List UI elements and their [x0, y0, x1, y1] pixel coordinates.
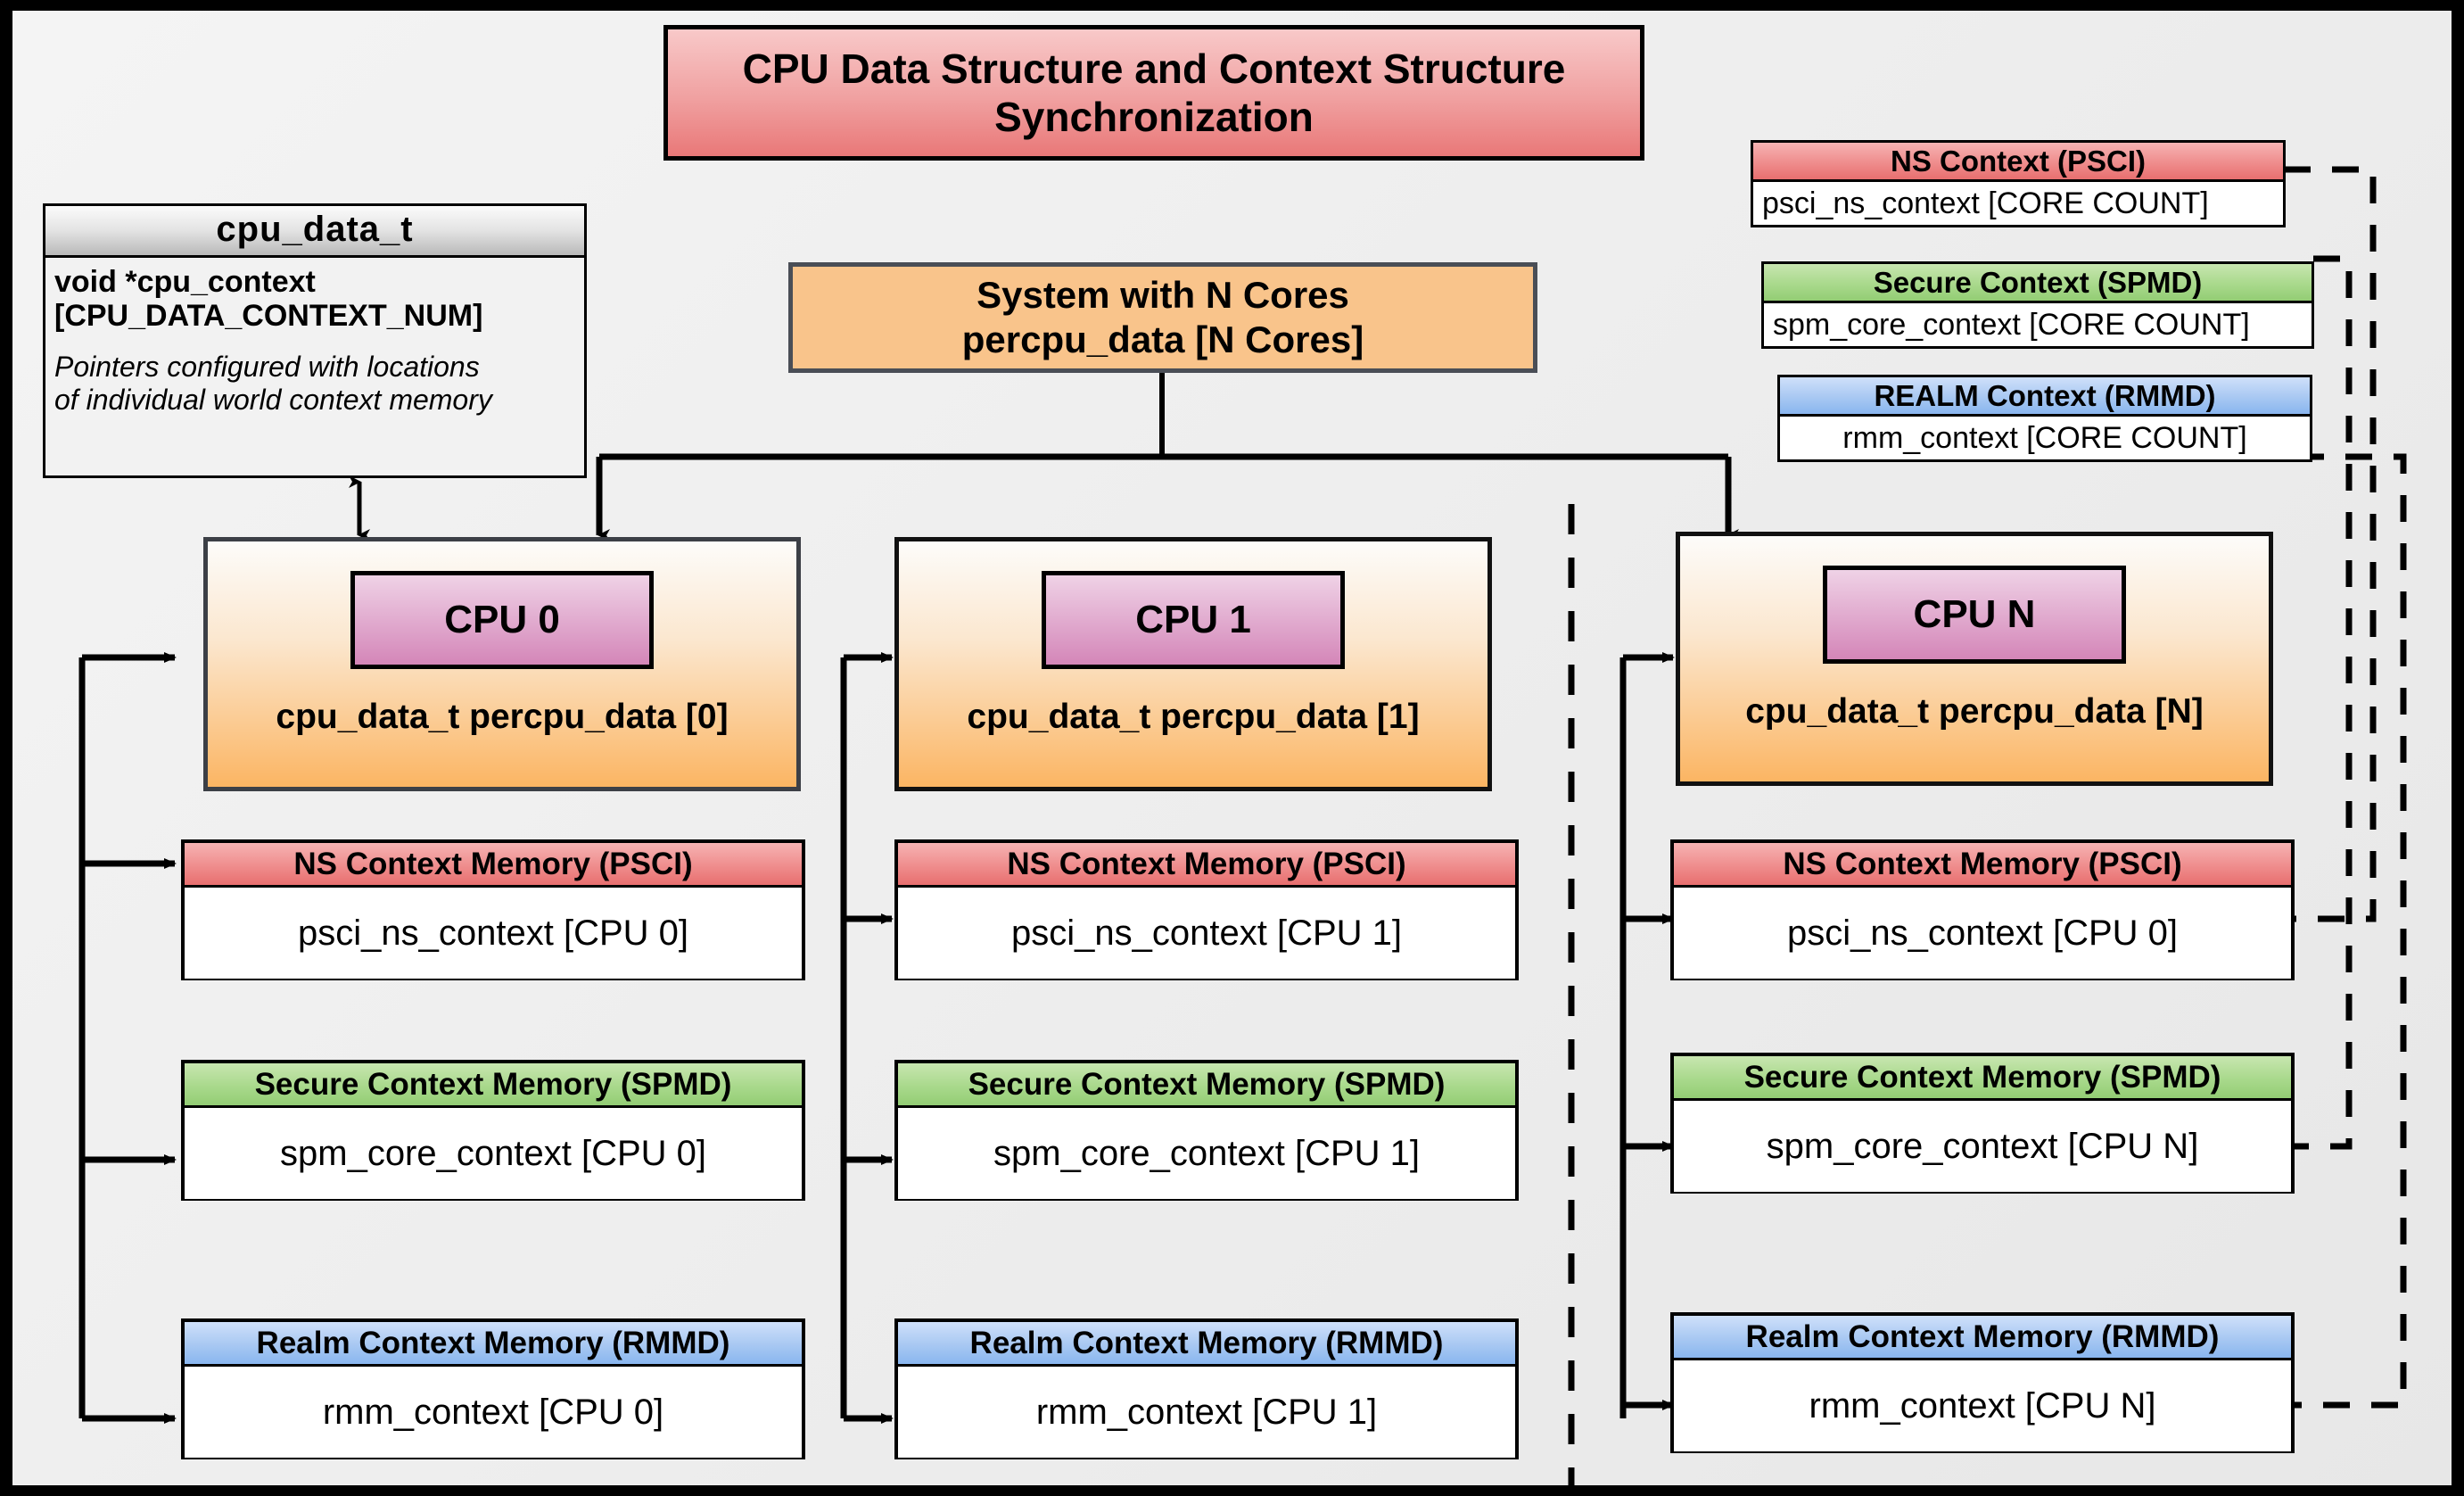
cpun-memory-secure: Secure Context Memory (SPMD) spm_core_co…	[1670, 1053, 2295, 1194]
cpu-data-t-field-line2: [CPU_DATA_CONTEXT_NUM]	[54, 299, 483, 334]
cpu-data-t-note-line1: Pointers configured with locations	[54, 351, 480, 384]
cpun-memory-ns-header: NS Context Memory (PSCI)	[1674, 843, 2291, 888]
cpu-label-n: cpu_data_t percpu_data [N]	[1745, 692, 2204, 731]
cpu0-memory-ns-body: psci_ns_context [CPU 0]	[185, 888, 802, 979]
global-context-realm: REALM Context (RMMD) rmm_context [CORE C…	[1777, 375, 2312, 462]
cpu1-memory-ns: NS Context Memory (PSCI) psci_ns_context…	[894, 839, 1519, 980]
cpu-data-t-field-line1: void *cpu_context	[54, 265, 316, 299]
cpun-memory-realm-body: rmm_context [CPU N]	[1674, 1360, 2291, 1451]
system-box: System with N Cores percpu_data [N Cores…	[788, 262, 1537, 373]
cpun-memory-secure-header: Secure Context Memory (SPMD)	[1674, 1056, 2291, 1101]
global-context-ns: NS Context (PSCI) psci_ns_context [CORE …	[1751, 140, 2286, 227]
cpu0-memory-realm: Realm Context Memory (RMMD) rmm_context …	[181, 1318, 805, 1459]
cpu0-memory-secure-header: Secure Context Memory (SPMD)	[185, 1063, 802, 1108]
cpu0-memory-secure: Secure Context Memory (SPMD) spm_core_co…	[181, 1060, 805, 1201]
cpu1-memory-secure-body: spm_core_context [CPU 1]	[898, 1108, 1515, 1199]
global-context-realm-body: rmm_context [CORE COUNT]	[1780, 417, 2310, 459]
cpun-memory-realm-header: Realm Context Memory (RMMD)	[1674, 1316, 2291, 1360]
diagram-title-line1: CPU Data Structure and Context Structure	[742, 45, 1566, 92]
cpu1-memory-ns-header: NS Context Memory (PSCI)	[898, 843, 1515, 888]
cpu-chip-1: CPU 1	[1042, 571, 1345, 669]
cpu-label-0: cpu_data_t percpu_data [0]	[276, 698, 729, 736]
system-line1: System with N Cores	[977, 273, 1349, 316]
cpu1-memory-realm: Realm Context Memory (RMMD) rmm_context …	[894, 1318, 1519, 1459]
cpu0-memory-realm-header: Realm Context Memory (RMMD)	[185, 1322, 802, 1367]
global-context-realm-header: REALM Context (RMMD)	[1780, 377, 2310, 417]
cpun-memory-secure-body: spm_core_context [CPU N]	[1674, 1101, 2291, 1192]
global-context-secure-body: spm_core_context [CORE COUNT]	[1764, 303, 2312, 346]
cpu-chip-n: CPU N	[1823, 566, 2126, 664]
diagram-title-line2: Synchronization	[994, 94, 1314, 140]
cpu1-memory-realm-header: Realm Context Memory (RMMD)	[898, 1322, 1515, 1367]
cpu-data-t-note-line2: of individual world context memory	[54, 383, 492, 416]
cpu0-memory-realm-body: rmm_context [CPU 0]	[185, 1367, 802, 1458]
system-line2: percpu_data [N Cores]	[961, 318, 1364, 360]
cpu0-memory-secure-body: spm_core_context [CPU 0]	[185, 1108, 802, 1199]
cpun-memory-ns: NS Context Memory (PSCI) psci_ns_context…	[1670, 839, 2295, 980]
cpu-chip-0: CPU 0	[350, 571, 654, 669]
cpu1-memory-ns-body: psci_ns_context [CPU 1]	[898, 888, 1515, 979]
diagram-title: CPU Data Structure and Context Structure…	[663, 25, 1644, 161]
global-context-ns-body: psci_ns_context [CORE COUNT]	[1753, 182, 2283, 225]
cpu-card-0: CPU 0 cpu_data_t percpu_data [0]	[203, 537, 801, 791]
cpu-data-t-box: cpu_data_t void *cpu_context [CPU_DATA_C…	[43, 203, 587, 478]
cpun-memory-ns-body: psci_ns_context [CPU 0]	[1674, 888, 2291, 979]
cpu0-memory-ns: NS Context Memory (PSCI) psci_ns_context…	[181, 839, 805, 980]
cpu1-memory-secure: Secure Context Memory (SPMD) spm_core_co…	[894, 1060, 1519, 1201]
global-context-ns-header: NS Context (PSCI)	[1753, 143, 2283, 182]
cpu-label-1: cpu_data_t percpu_data [1]	[967, 698, 1420, 736]
cpu-card-1: CPU 1 cpu_data_t percpu_data [1]	[894, 537, 1492, 791]
cpu0-memory-ns-header: NS Context Memory (PSCI)	[185, 843, 802, 888]
cpu-card-n: CPU N cpu_data_t percpu_data [N]	[1676, 532, 2273, 786]
cpu-data-t-title: cpu_data_t	[45, 206, 584, 258]
global-context-secure-header: Secure Context (SPMD)	[1764, 264, 2312, 303]
cpu1-memory-realm-body: rmm_context [CPU 1]	[898, 1367, 1515, 1458]
cpu1-memory-secure-header: Secure Context Memory (SPMD)	[898, 1063, 1515, 1108]
global-context-secure: Secure Context (SPMD) spm_core_context […	[1761, 261, 2314, 349]
cpun-memory-realm: Realm Context Memory (RMMD) rmm_context …	[1670, 1312, 2295, 1453]
